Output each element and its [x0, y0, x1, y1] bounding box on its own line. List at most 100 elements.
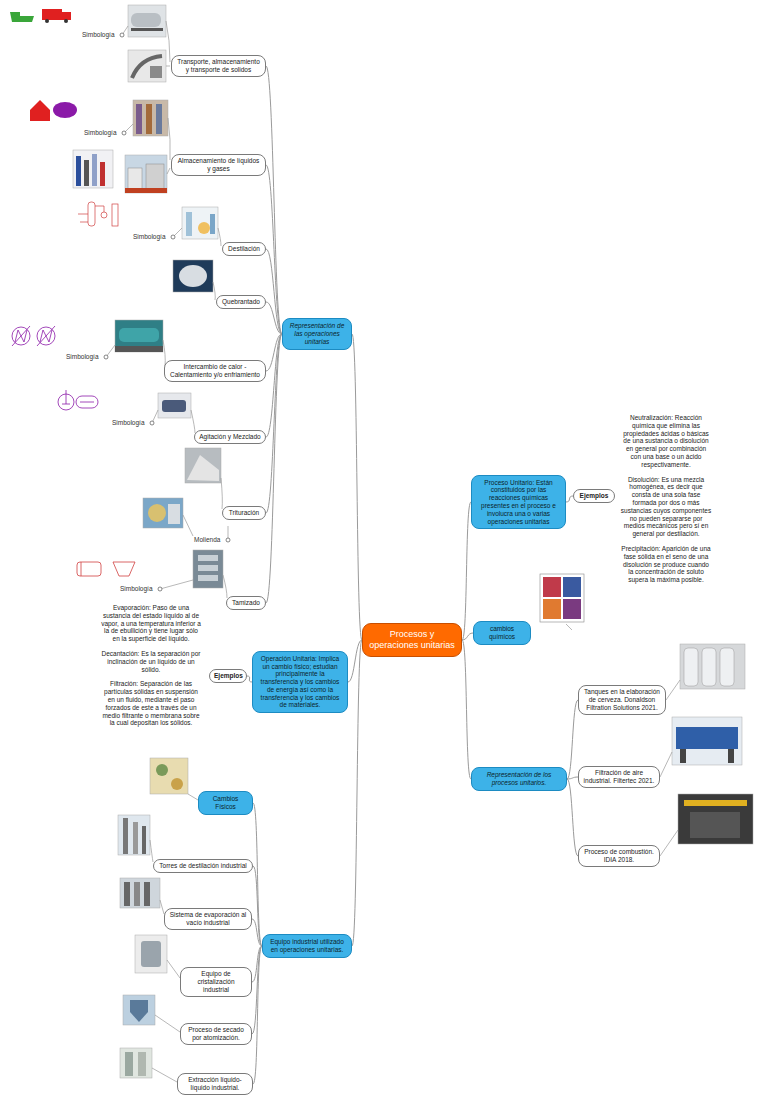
crushing-photo-part	[187, 455, 219, 481]
chemical-change-photo-part	[540, 574, 584, 622]
leader-lines-part	[660, 830, 678, 856]
topic-text: Equipo industrial utilizado en operacion…	[267, 938, 347, 954]
agitator-symbol-part	[76, 396, 98, 408]
evaporator-photo-part	[134, 882, 140, 906]
tank-farm-photo-part	[125, 155, 167, 193]
heat-exchanger-photo-part	[115, 346, 163, 352]
branch-connector	[566, 496, 573, 502]
branch-connector	[266, 165, 282, 334]
topic-text: Proceso de combustión. IDIA 2018.	[583, 848, 655, 864]
topic-text: Agitación y Mezclado	[199, 433, 261, 441]
topic-dots-part	[150, 421, 154, 425]
distillation-symbol-part	[78, 214, 88, 222]
topic-dots-part	[171, 235, 175, 239]
transport-symbol-part	[10, 12, 34, 22]
distillation-symbol-part	[112, 204, 118, 226]
leader-lines-part	[221, 478, 222, 509]
combustion-photo	[678, 794, 753, 844]
topic-text: Ejemplos	[578, 492, 610, 500]
gas-cylinder-photo-part	[73, 150, 113, 188]
conveyor-photo-part	[150, 66, 162, 78]
subtopic-box: Sistema de evaporación al vacío industri…	[164, 908, 252, 930]
transport-symbol-part	[62, 12, 71, 20]
leader-lines-part	[155, 1015, 180, 1032]
chemical-change-photo	[540, 574, 584, 622]
heat-exchanger-photo-part	[119, 328, 159, 342]
crystallizer-photo-part	[141, 941, 161, 967]
leader-lines-part	[223, 575, 227, 598]
subtopic-box: Intercambio de calor - Calentamiento y/o…	[164, 360, 266, 382]
branch-connector	[266, 66, 282, 334]
milling-photo-part	[148, 504, 166, 522]
topic-text: Operación Unitaria: Implica un cambio fí…	[257, 655, 343, 710]
leader-lines	[106, 21, 680, 1082]
distillation-symbol	[78, 202, 118, 226]
sieve-photo-part	[198, 575, 218, 581]
example-text: Disolución: Es una mezcla homogénea, es …	[620, 476, 712, 538]
leader-lines-part	[213, 282, 215, 300]
conveyor-photo-part	[128, 50, 166, 82]
milling-photo-part	[168, 504, 180, 524]
extraction-photo	[120, 1048, 152, 1078]
storage-symbol-part	[30, 100, 50, 121]
storage-symbol	[30, 100, 77, 121]
transport-symbol-part	[42, 9, 62, 20]
leader-lines-part	[218, 228, 221, 246]
sieve-photo	[193, 550, 223, 588]
warehouse-photo-part	[136, 104, 142, 134]
branch-connector	[567, 779, 578, 856]
leader-lines-part	[183, 515, 193, 536]
topic-text: Transporte, almacenamiento y transporte …	[176, 58, 261, 74]
leader-lines-part	[167, 168, 170, 174]
topic-dots-part	[226, 538, 230, 542]
branch-topic: Cambios Físicos	[198, 791, 253, 815]
warehouse-photo	[133, 100, 168, 136]
subtopic-box: Almacenamiento de líquidos y gases	[171, 154, 266, 176]
subtopic-box: Destilación	[222, 242, 266, 256]
sieve-symbol	[77, 562, 135, 576]
subtopic-box: Agitación y Mezclado	[194, 430, 266, 444]
brewery-tanks-photo-part	[680, 644, 745, 689]
distillation-photo-part	[186, 212, 192, 236]
brewery-tanks-photo-part	[684, 648, 698, 686]
crushing-photo	[185, 448, 221, 483]
brewery-tanks-photo-part	[720, 648, 734, 686]
sieve-photo-part	[198, 565, 218, 571]
branch-topic: Representación de las operaciones unitar…	[282, 318, 352, 349]
sieve-symbol-part	[113, 562, 135, 576]
physical-change-photo-part	[171, 778, 183, 790]
topic-text: Procesos y operaciones unitarias	[369, 629, 455, 651]
topic-dots-part	[158, 587, 162, 591]
branch-connector	[567, 700, 578, 779]
air-filtration-photo	[672, 717, 742, 765]
subtopic-box: Quebrantado	[216, 295, 266, 309]
leader-lines-part	[191, 410, 195, 433]
example-text: Evaporación: Paso de una sustancia del e…	[100, 604, 202, 643]
example-text: Filtración: Separación de las partículas…	[100, 680, 202, 727]
central-topic: Procesos y operaciones unitarias	[362, 623, 462, 657]
branch-connector	[352, 640, 362, 946]
evaporator-photo-part	[120, 878, 160, 908]
brewery-tanks-photo-part	[702, 648, 716, 686]
truck-photo	[128, 5, 166, 37]
gas-cylinder-photo-part	[92, 154, 97, 186]
distillation-tower-photo-part	[123, 818, 128, 854]
branch-topic: Proceso Unitario: Están constituidos por…	[471, 475, 566, 530]
agitator-symbol	[58, 390, 98, 410]
subtopic-box: Trituración	[222, 506, 266, 520]
subtopic-box: Equipo de cristalización industrial	[180, 967, 252, 996]
distillation-symbol-part	[95, 206, 104, 212]
leader-lines-part	[188, 794, 198, 800]
heat-exchanger-photo	[115, 320, 163, 352]
extraction-photo-part	[125, 1052, 133, 1076]
milling-photo	[143, 498, 183, 528]
leader-lines-part	[660, 752, 672, 777]
distillation-photo-part	[210, 214, 215, 234]
tank-farm-photo	[125, 155, 167, 193]
sieve-symbol-part	[77, 562, 101, 576]
leader-lines-part	[566, 624, 572, 630]
sieve-photo-part	[193, 550, 223, 588]
gas-cylinder-photo-part	[100, 162, 105, 186]
topic-text: Tamizado	[231, 599, 261, 607]
